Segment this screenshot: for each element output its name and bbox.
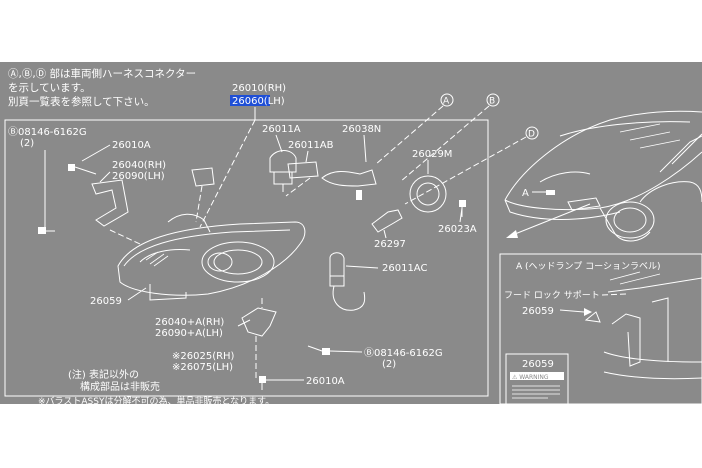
- part-lower-rh[interactable]: ※26025(RH): [172, 351, 235, 362]
- svg-text:B: B: [489, 97, 495, 107]
- part-bracket-top[interactable]: 26010A: [112, 140, 151, 151]
- stay-a-icon: [241, 307, 277, 337]
- part-socket[interactable]: 26038N: [342, 124, 381, 135]
- caution-label: [505, 353, 569, 404]
- inset-panel: [499, 253, 702, 404]
- inset-support-label: フード ロック サポート: [504, 290, 600, 301]
- part-stay-a-rh[interactable]: 26040+A(RH): [155, 317, 224, 328]
- footnote-line-2: 構成部品は非販売: [80, 380, 160, 393]
- note-line-3: 別頁一覧表を参照して下さい。: [8, 95, 155, 108]
- parts-diagram: Ⓐ,Ⓑ,Ⓓ 部は車両側ハーネスコネクター を示しています。 別頁一覧表を参照して…: [4, 67, 702, 404]
- part-cap[interactable]: 26029M: [412, 149, 452, 160]
- screw-bottom-icon: [259, 376, 266, 383]
- bulb-main-icon: [269, 150, 297, 173]
- bracket-icon: [91, 179, 129, 227]
- caution-warning-text: ⚠ WARNING: [512, 374, 549, 381]
- car-label-a[interactable]: A: [522, 188, 529, 199]
- part-assy-rh[interactable]: 26010(RH): [232, 83, 286, 94]
- part-bulb-sub[interactable]: 26011AB: [288, 140, 334, 151]
- marker-b-circle: [486, 93, 500, 107]
- ballast-connector-icon: [371, 209, 403, 233]
- inset-arrow-icon: [584, 308, 592, 316]
- cap-icon: [409, 175, 447, 213]
- part-bolt-top-qty: (2): [20, 138, 34, 149]
- part-assy-lh[interactable]: 26060(LH): [232, 96, 285, 107]
- assembly-frame: [4, 119, 489, 397]
- bolt-bottom-icon: [322, 348, 330, 355]
- part-housing[interactable]: 26059: [90, 296, 122, 307]
- part-stay-lh[interactable]: 26090(LH): [112, 171, 165, 182]
- marker-a-circle: [440, 93, 454, 107]
- selection-highlight: [230, 95, 270, 106]
- arrow-icon: [506, 230, 518, 238]
- bottom-note: ※バラストASSYは分解不可の為、単品非販売となります。: [38, 395, 274, 404]
- lens-outer: [201, 241, 275, 283]
- car-view: [504, 110, 702, 242]
- part-bracket-bottom[interactable]: 26010A: [306, 376, 345, 387]
- inset-part[interactable]: 26059: [522, 306, 554, 317]
- clip-icon: [191, 167, 215, 187]
- marker-d-circle: [525, 126, 539, 140]
- bolt-top-icon: [38, 227, 46, 234]
- bulb-sub-icon: [287, 161, 319, 179]
- bulb-small-icon: [329, 252, 345, 277]
- note-line-2: を示しています。: [8, 82, 91, 94]
- svg-text:D: D: [528, 130, 535, 140]
- part-bolt-top[interactable]: Ⓑ08146-6162G: [8, 126, 87, 138]
- part-bolt-bottom[interactable]: Ⓑ08146-6162G: [364, 347, 443, 359]
- part-lower-lh[interactable]: ※26075(LH): [172, 362, 233, 373]
- part-stay-rh[interactable]: 26040(RH): [112, 160, 166, 171]
- socket-icon: [321, 169, 377, 187]
- part-screw[interactable]: 26023A: [438, 224, 477, 235]
- screw-26023a-icon: [459, 200, 466, 207]
- connector-icon: [356, 190, 362, 200]
- part-ballast-conn[interactable]: 26297: [374, 239, 406, 250]
- screw-icon: [68, 164, 75, 171]
- part-bulb-main[interactable]: 26011A: [262, 124, 301, 135]
- headlamp-housing: [117, 221, 306, 296]
- parts-diagram-panel: Ⓐ,Ⓑ,Ⓓ 部は車両側ハーネスコネクター を示しています。 別頁一覧表を参照して…: [0, 62, 702, 404]
- svg-text:A: A: [443, 97, 450, 107]
- footnote-line-1: (注) 表記以外の: [68, 368, 139, 381]
- note-line-1: Ⓐ,Ⓑ,Ⓓ 部は車両側ハーネスコネクター: [8, 67, 196, 80]
- inset-label-part: 26059: [522, 359, 554, 370]
- inset-title: A (ヘッドランプ コーションラベル): [516, 261, 660, 272]
- part-stay-a-lh[interactable]: 26090+A(LH): [155, 328, 223, 339]
- part-bolt-bottom-qty: (2): [382, 359, 396, 370]
- part-bulb-small[interactable]: 26011AC: [382, 263, 427, 274]
